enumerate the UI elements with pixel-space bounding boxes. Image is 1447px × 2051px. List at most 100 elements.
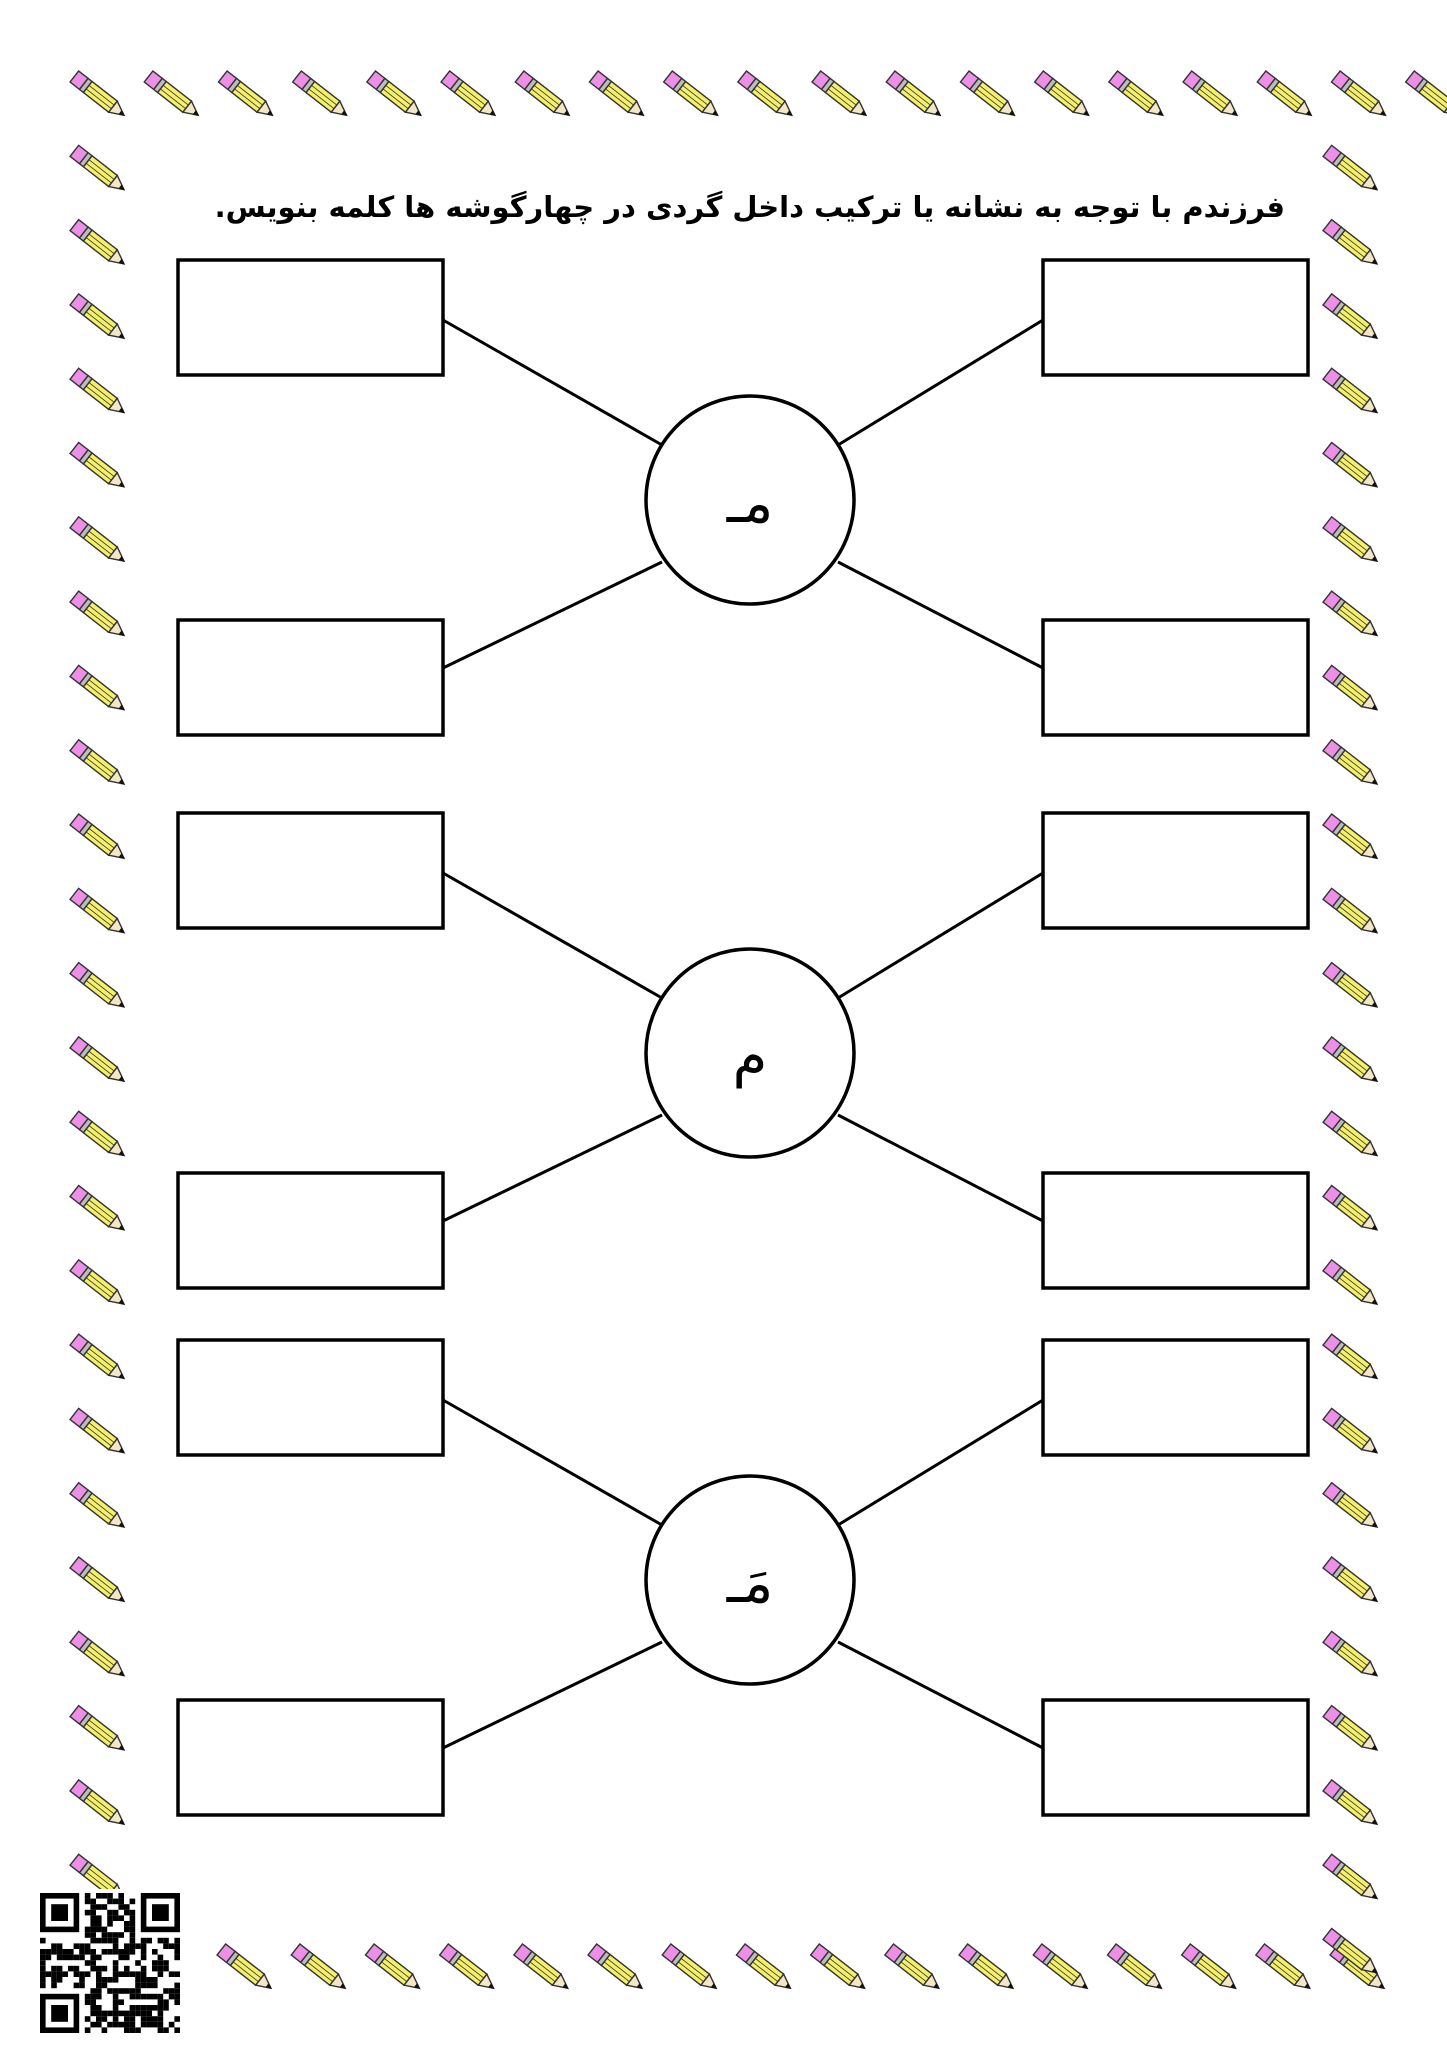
pencil-icon	[69, 590, 130, 643]
pencil-icon	[69, 813, 130, 866]
pencil-icon	[1322, 367, 1383, 420]
pencil-icon	[69, 961, 130, 1014]
pencil-icon	[1322, 1556, 1383, 1609]
qr-code-icon	[36, 1889, 184, 2037]
pencil-icon	[69, 1259, 130, 1311]
pencil-icon	[291, 70, 353, 123]
pencil-icon	[364, 1943, 426, 1996]
letter-circle	[644, 947, 856, 1159]
pencil-icon	[1330, 70, 1392, 123]
pencil-icon	[69, 887, 130, 940]
pencil-icon	[958, 1943, 1019, 1996]
pencil-icon	[1322, 1259, 1383, 1311]
pencil-icon	[1322, 1779, 1383, 1832]
letter-circle	[644, 1474, 856, 1686]
answer-box-top-left[interactable]	[176, 811, 445, 930]
pencil-icon	[69, 1036, 130, 1089]
letter-cue: م	[733, 1024, 768, 1089]
pencil-icon	[69, 664, 130, 717]
letter-cue: مَـ	[726, 1551, 773, 1616]
answer-box-top-right[interactable]	[1041, 811, 1310, 930]
pencil-icon	[1322, 144, 1383, 197]
exercise-area: مـ م مَـ	[176, 258, 1310, 1817]
pencil-icon	[1322, 293, 1383, 346]
letter-cue: مـ	[726, 471, 773, 536]
pencil-icon	[1322, 441, 1383, 494]
pencil-icon	[69, 1704, 130, 1757]
pencil-icon	[1256, 70, 1318, 123]
connector-line	[837, 318, 1044, 447]
answer-box-bottom-right[interactable]	[1041, 1171, 1310, 1290]
pencil-icon	[69, 441, 130, 494]
pencil-icon	[1033, 70, 1095, 123]
answer-box-bottom-left[interactable]	[176, 1698, 445, 1817]
pencil-icon	[69, 367, 130, 420]
pencil-icon	[1108, 70, 1169, 123]
answer-box-bottom-left[interactable]	[176, 618, 445, 737]
connector-line	[837, 871, 1044, 1000]
pencil-icon	[438, 1943, 500, 1996]
pencil-icon	[69, 1184, 130, 1237]
pencil-icon	[1322, 1333, 1383, 1386]
connector-line	[442, 560, 663, 670]
pencil-icon	[514, 70, 576, 123]
pencil-icon	[1322, 1482, 1383, 1534]
pencil-icon	[1322, 1853, 1383, 1906]
connector-line	[442, 871, 663, 1000]
pencil-icon	[69, 1482, 130, 1534]
pencil-icon	[216, 1943, 277, 1996]
answer-box-top-left[interactable]	[176, 258, 445, 377]
connector-line	[442, 1113, 663, 1223]
pencil-icon	[1322, 1704, 1383, 1757]
pencil-icon	[1106, 1943, 1168, 1996]
pencil-icon	[1322, 516, 1383, 568]
letter-circle	[644, 394, 856, 606]
pencil-icon	[1322, 664, 1383, 717]
pencil-icon	[885, 70, 947, 123]
pencil-icon	[440, 70, 501, 123]
pencil-icon	[366, 70, 427, 123]
connector-line	[837, 1398, 1044, 1527]
pencil-icon	[1322, 1630, 1383, 1683]
pencil-icon	[143, 70, 205, 123]
pencil-icon	[1322, 1036, 1383, 1089]
answer-box-bottom-right[interactable]	[1041, 1698, 1310, 1817]
pencil-icon	[69, 144, 130, 197]
pencil-icon	[69, 1556, 130, 1609]
pencil-icon	[69, 218, 130, 271]
word-web-2: م	[176, 811, 1310, 1290]
pencil-icon	[1322, 1110, 1383, 1163]
pencil-icon	[69, 1630, 130, 1683]
connector-line	[837, 1113, 1044, 1223]
connector-line	[837, 560, 1044, 670]
connector-line	[442, 1398, 663, 1527]
pencil-icon	[737, 70, 798, 123]
pencil-icon	[69, 1407, 130, 1460]
pencil-icon	[588, 70, 650, 123]
answer-box-bottom-right[interactable]	[1041, 618, 1310, 737]
answer-box-bottom-left[interactable]	[176, 1171, 445, 1290]
answer-box-top-right[interactable]	[1041, 258, 1310, 377]
pencil-icon	[290, 1943, 352, 1996]
instruction-title: فرزندم با توجه به نشانه یا ترکیب داخل گر…	[214, 190, 1285, 224]
pencil-icon	[809, 1943, 871, 1996]
pencil-icon	[1255, 1943, 1316, 1996]
pencil-icon	[1322, 1184, 1383, 1237]
pencil-icon	[735, 1943, 797, 1996]
answer-box-top-left[interactable]	[176, 1338, 445, 1457]
pencil-icon	[1322, 887, 1383, 940]
pencil-icon	[1322, 218, 1383, 271]
pencil-icon	[1180, 1943, 1242, 1996]
pencil-icon	[1322, 1407, 1383, 1460]
connector-line	[442, 318, 663, 447]
pencil-icon	[1322, 813, 1383, 866]
pencil-icon	[69, 1779, 130, 1832]
pencil-icon	[69, 1333, 130, 1386]
pencil-icon	[1182, 70, 1243, 123]
connector-line	[837, 1640, 1044, 1750]
pencil-icon	[884, 1943, 945, 1996]
answer-box-top-right[interactable]	[1041, 1338, 1310, 1457]
word-web-1: مـ	[176, 258, 1310, 737]
